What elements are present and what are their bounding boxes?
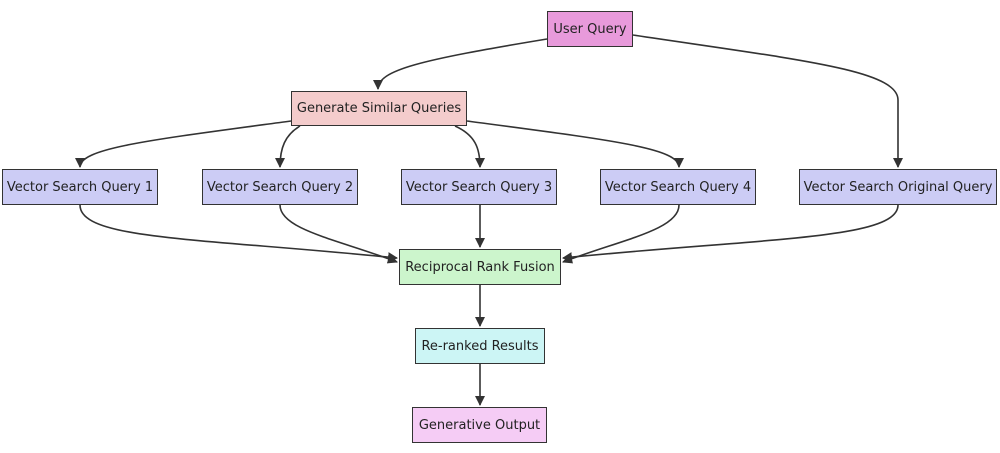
vector-search-query-4-label: Vector Search Query 4 [604,179,752,195]
vector-search-query-3-label: Vector Search Query 3 [405,179,553,195]
user-query-label: User Query [553,21,627,37]
edge-generate-to-vs1 [75,120,292,168]
edge-generate-to-vs2 [275,125,301,168]
generative-output-label: Generative Output [418,417,541,433]
edge-generate-to-vs3 [454,125,485,168]
edge-vs1-to-rrf [79,204,398,263]
edge-generate-to-vs4 [466,120,684,168]
edge-vs2-to-rrf [279,204,398,264]
vector-search-original-query-node: Vector Search Original Query [799,169,997,205]
generate-similar-queries-node: Generate Similar Queries [291,91,467,126]
vector-search-query-3-node: Vector Search Query 3 [401,169,557,205]
vector-search-query-2-node: Vector Search Query 2 [202,169,358,205]
edge-user-to-vsorig [632,34,903,168]
edge-vs4-to-rrf [562,204,680,264]
edge-user-to-generate [373,38,548,90]
generative-output-node: Generative Output [412,407,547,443]
reciprocal-rank-fusion-node: Reciprocal Rank Fusion [399,249,561,285]
edge-vsorig-to-rrf [562,204,899,263]
user-query-node: User Query [547,11,633,47]
vector-search-query-4-node: Vector Search Query 4 [600,169,756,205]
generate-similar-queries-label: Generate Similar Queries [296,101,462,116]
reciprocal-rank-fusion-label: Reciprocal Rank Fusion [405,259,555,275]
reranked-results-node: Re-ranked Results [415,328,545,364]
vector-search-query-1-node: Vector Search Query 1 [2,169,158,205]
vector-search-query-1-label: Vector Search Query 1 [6,179,154,195]
vector-search-query-2-label: Vector Search Query 2 [206,179,354,195]
vector-search-original-query-label: Vector Search Original Query [803,179,993,195]
reranked-results-label: Re-ranked Results [421,338,539,354]
